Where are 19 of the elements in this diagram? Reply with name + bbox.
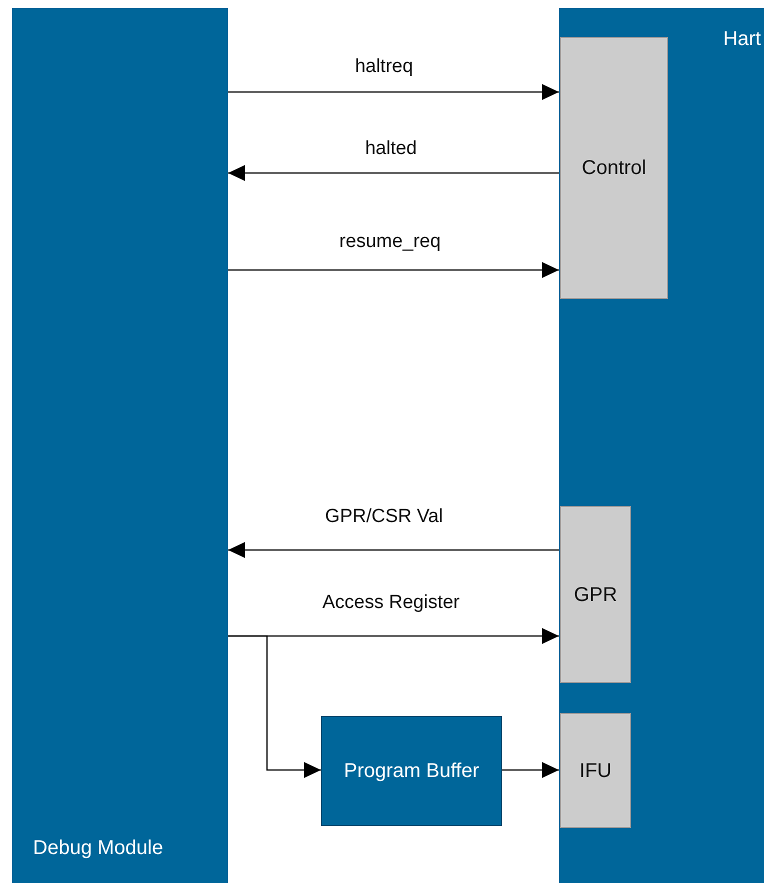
node-label: GPR: [574, 582, 618, 606]
node-label: Control: [582, 156, 646, 180]
arrow: [228, 542, 559, 558]
arrow: [228, 165, 559, 181]
unit-box: [560, 37, 668, 299]
node-label: Program Buffer: [344, 759, 480, 783]
module-panel: [12, 8, 228, 883]
buffer-box: [321, 716, 502, 826]
unit-box: [560, 506, 631, 683]
unit-box: [560, 713, 631, 828]
module-panel: [559, 8, 764, 883]
node-label: Hart: [723, 27, 761, 51]
edge-label: Access Register: [320, 592, 462, 615]
node-label: Debug Module: [33, 836, 164, 860]
arrow: [228, 635, 321, 778]
arrow: [228, 262, 559, 278]
node-label: IFU: [579, 758, 612, 782]
arrow: [228, 84, 559, 100]
arrow: [502, 762, 559, 778]
